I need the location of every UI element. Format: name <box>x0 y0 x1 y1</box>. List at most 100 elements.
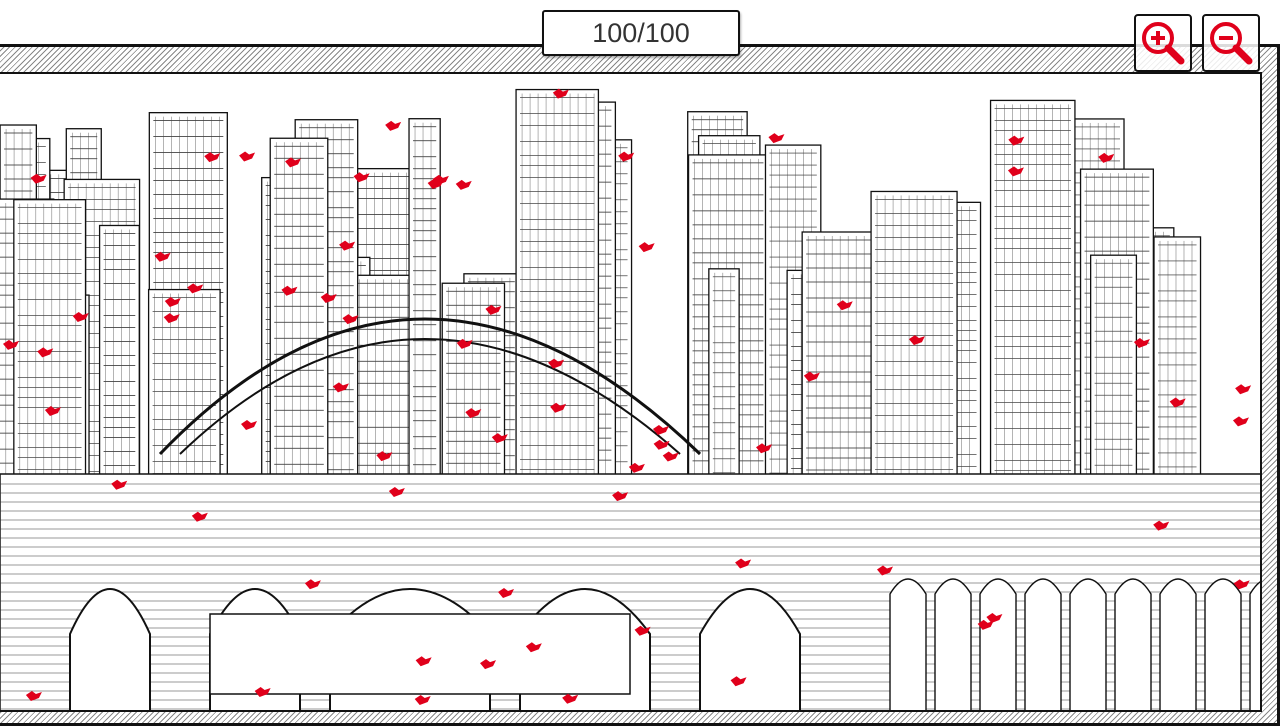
red-bird <box>385 120 402 131</box>
red-bird <box>388 486 405 497</box>
red-bird <box>44 406 61 417</box>
red-bird <box>285 157 302 168</box>
red-bird <box>652 425 669 436</box>
red-bird <box>1133 337 1150 348</box>
red-bird <box>204 152 221 163</box>
red-bird <box>618 151 635 162</box>
aqueduct-arch <box>934 578 972 710</box>
red-bird <box>562 693 579 704</box>
aqueduct-arch <box>889 578 927 710</box>
red-bird <box>25 690 42 701</box>
aqueduct-arch <box>979 578 1017 710</box>
red-bird <box>1008 135 1025 146</box>
red-bird <box>304 579 321 590</box>
stone-arch <box>69 588 151 710</box>
red-bird <box>241 420 258 431</box>
red-bird <box>342 314 359 325</box>
red-bird <box>154 251 171 262</box>
red-bird <box>552 88 569 99</box>
red-bird <box>550 402 567 413</box>
found-counter: 100/100 <box>542 10 740 56</box>
red-bird <box>653 439 670 450</box>
hidden-object-scene[interactable] <box>0 72 1262 712</box>
red-bird <box>662 451 679 462</box>
red-bird <box>491 433 508 444</box>
red-bird <box>455 179 472 190</box>
red-bird <box>187 283 204 294</box>
red-bird <box>756 443 773 454</box>
building <box>708 268 740 495</box>
red-bird <box>986 613 1003 624</box>
red-bird <box>456 338 473 349</box>
red-bird <box>37 347 54 358</box>
building <box>441 282 506 495</box>
red-bird <box>768 133 785 144</box>
zoom-out-icon <box>1210 22 1253 65</box>
red-bird <box>908 335 925 346</box>
building <box>269 137 329 495</box>
found-counter-text: 100/100 <box>592 17 690 48</box>
ship <box>209 613 631 695</box>
building <box>1089 254 1138 495</box>
red-bird <box>1098 152 1115 163</box>
zoom-in-icon <box>1142 22 1185 65</box>
red-bird <box>465 408 482 419</box>
red-bird <box>730 676 747 687</box>
red-bird <box>332 382 349 393</box>
building <box>13 199 87 495</box>
red-bird <box>634 625 651 636</box>
bridge-arch-inner <box>179 338 681 455</box>
red-bird <box>1232 416 1249 427</box>
aqueduct-arch <box>1249 581 1260 710</box>
red-bird <box>628 462 645 473</box>
stone-arch <box>699 588 801 710</box>
red-bird <box>239 151 256 162</box>
red-bird <box>485 304 502 315</box>
red-bird <box>281 285 298 296</box>
red-bird <box>254 687 271 698</box>
red-bird <box>803 371 820 382</box>
aqueduct-arch <box>1204 578 1242 710</box>
red-bird <box>1169 397 1186 408</box>
red-bird <box>735 558 752 569</box>
city-line-art[interactable] <box>0 74 1262 712</box>
aqueduct-arch <box>1114 578 1152 710</box>
red-bird <box>1153 520 1170 531</box>
building <box>408 118 441 495</box>
red-bird <box>30 173 47 184</box>
red-bird <box>353 172 370 183</box>
red-bird <box>548 358 565 369</box>
aqueduct-arch <box>1069 578 1107 710</box>
red-bird <box>977 619 994 630</box>
red-bird <box>191 511 208 522</box>
red-bird <box>1007 166 1024 177</box>
aqueduct-arch <box>1024 578 1062 710</box>
red-bird <box>1235 384 1252 395</box>
zoom-out-button[interactable] <box>1202 14 1260 72</box>
red-bird <box>111 479 128 490</box>
red-bird <box>415 656 432 667</box>
red-bird <box>1233 579 1250 590</box>
red-bird <box>427 178 444 189</box>
red-bird <box>376 451 393 462</box>
red-bird <box>320 293 337 304</box>
bridge-arch <box>158 317 702 456</box>
building <box>1153 236 1202 495</box>
red-bird <box>72 311 89 322</box>
building <box>989 99 1076 495</box>
red-bird <box>480 659 497 670</box>
zoom-in-button[interactable] <box>1134 14 1192 72</box>
aqueduct-arch <box>1159 578 1197 710</box>
building <box>98 224 140 495</box>
red-bird <box>876 565 893 576</box>
red-bird <box>836 300 853 311</box>
red-bird <box>2 339 19 350</box>
red-bird <box>164 297 181 308</box>
red-bird <box>414 694 431 705</box>
red-bird <box>638 242 655 253</box>
red-bird <box>339 240 356 251</box>
red-bird <box>612 491 629 502</box>
red-bird <box>498 587 515 598</box>
red-bird <box>525 642 542 653</box>
red-bird <box>163 313 180 324</box>
